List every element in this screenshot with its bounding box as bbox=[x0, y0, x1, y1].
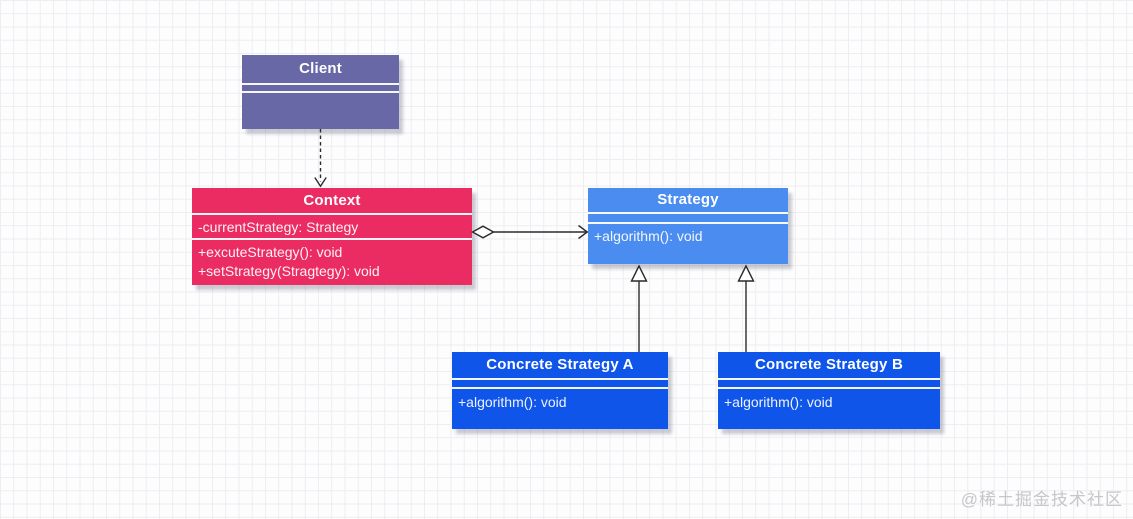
method-item: +algorithm(): void bbox=[724, 394, 833, 410]
aggregation-link-context-to-strategy bbox=[471, 224, 589, 240]
method-item: +algorithm(): void bbox=[458, 394, 567, 410]
class-methods-context: +excuteStrategy(): void +setStrategy(Str… bbox=[192, 238, 472, 285]
class-attributes-concrete-strategy-a bbox=[452, 378, 668, 387]
class-attributes-concrete-strategy-b bbox=[718, 378, 940, 387]
method-item: +algorithm(): void bbox=[594, 228, 703, 244]
class-methods-concrete-strategy-a: +algorithm(): void bbox=[452, 387, 668, 429]
class-methods-client bbox=[242, 91, 399, 129]
class-methods-concrete-strategy-b: +algorithm(): void bbox=[718, 387, 940, 429]
attribute-item: -currentStrategy: Strategy bbox=[198, 219, 359, 235]
class-title-strategy: Strategy bbox=[657, 191, 719, 208]
watermark-text: @稀土掘金技术社区 bbox=[960, 490, 1123, 509]
class-attributes-context: -currentStrategy: Strategy bbox=[192, 213, 472, 238]
generalization-arrow-concrete-a-to-strategy bbox=[630, 264, 648, 352]
class-box-context[interactable]: Context -currentStrategy: Strategy +excu… bbox=[192, 188, 472, 285]
class-title-concrete-strategy-a: Concrete Strategy A bbox=[486, 356, 634, 373]
generalization-arrow-concrete-b-to-strategy bbox=[737, 264, 755, 352]
class-attributes-client bbox=[242, 83, 399, 91]
class-box-client[interactable]: Client bbox=[242, 55, 399, 129]
class-title-context: Context bbox=[303, 192, 361, 209]
class-methods-strategy: +algorithm(): void bbox=[588, 222, 788, 264]
class-title-client: Client bbox=[299, 60, 342, 77]
method-item: +setStrategy(Stragtegy): void bbox=[198, 263, 380, 279]
class-box-strategy[interactable]: Strategy +algorithm(): void bbox=[588, 188, 788, 264]
dependency-arrow-client-to-context bbox=[314, 129, 327, 188]
class-box-concrete-strategy-b[interactable]: Concrete Strategy B +algorithm(): void bbox=[718, 352, 940, 429]
class-box-concrete-strategy-a[interactable]: Concrete Strategy A +algorithm(): void bbox=[452, 352, 668, 429]
class-attributes-strategy bbox=[588, 212, 788, 222]
method-item: +excuteStrategy(): void bbox=[198, 244, 343, 260]
class-title-concrete-strategy-b: Concrete Strategy B bbox=[754, 356, 903, 373]
